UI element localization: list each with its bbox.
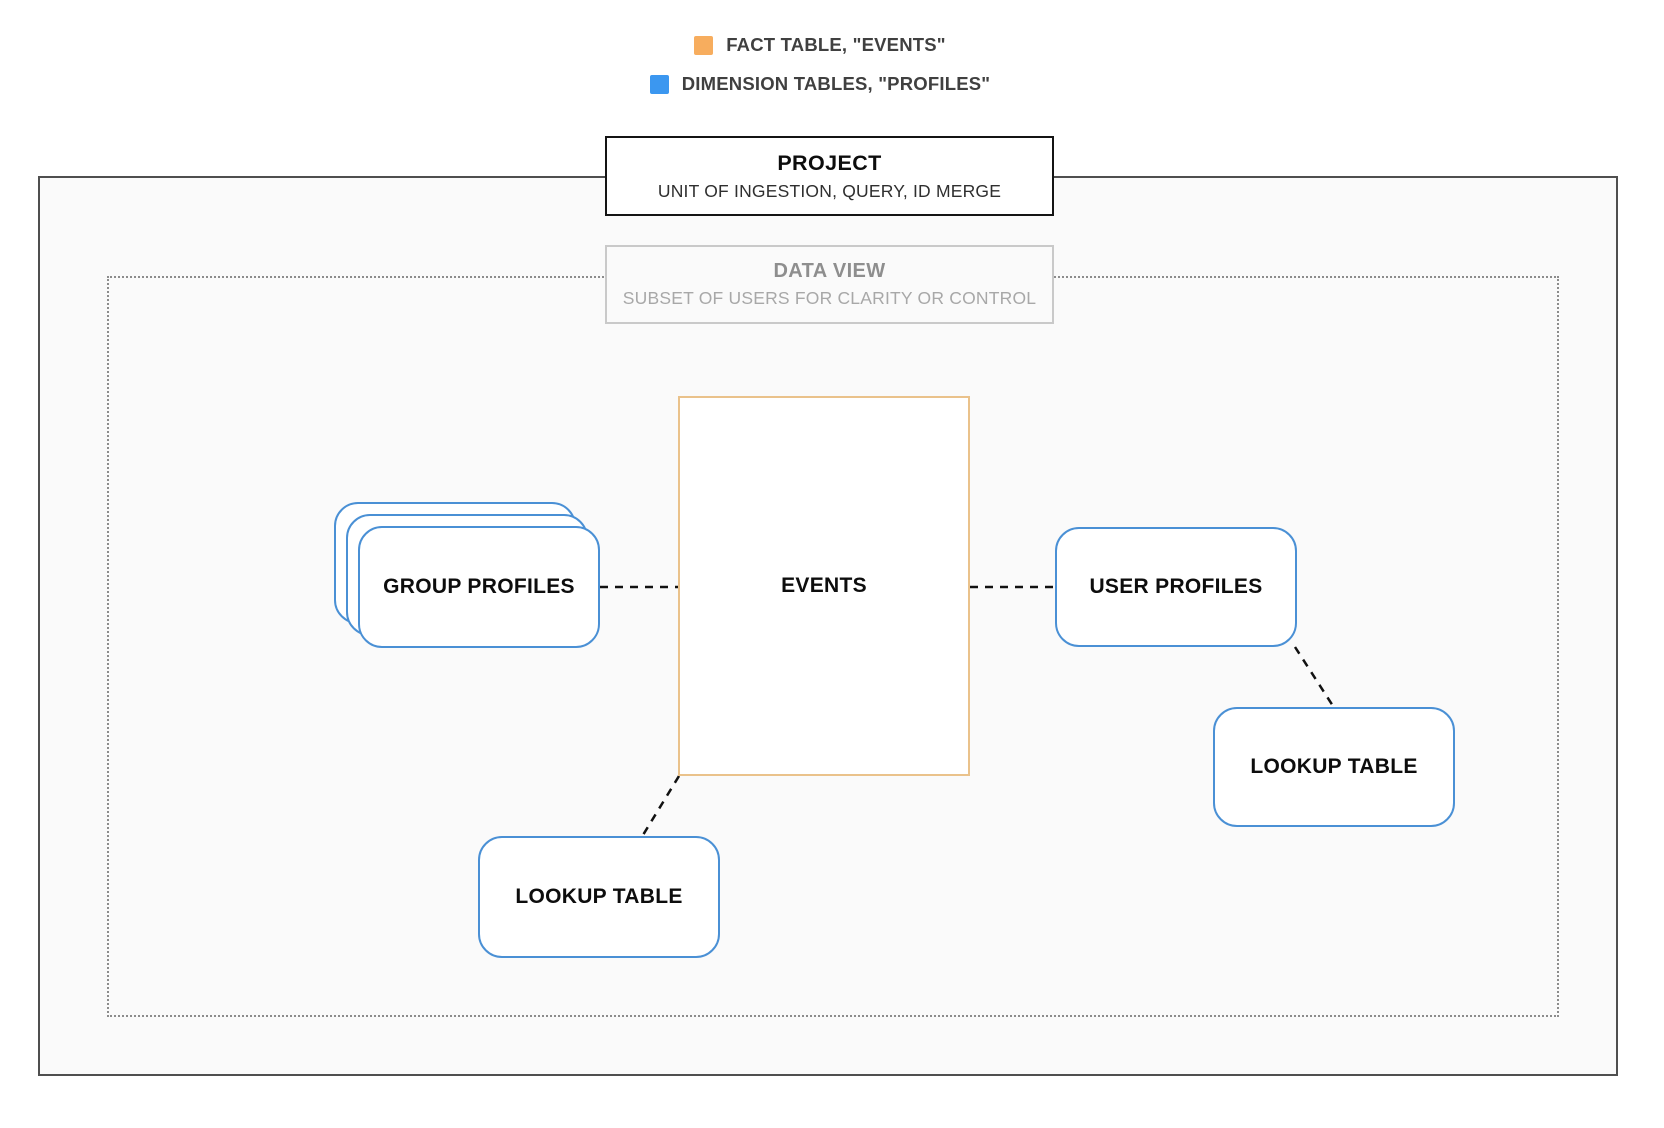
data-view-subtitle: SUBSET OF USERS FOR CLARITY OR CONTROL xyxy=(622,288,1037,308)
lookup-table-left-label: LOOKUP TABLE xyxy=(515,885,683,908)
data-view-label-box: DATA VIEW SUBSET OF USERS FOR CLARITY OR… xyxy=(605,245,1054,324)
lookup-table-right-label: LOOKUP TABLE xyxy=(1250,755,1418,778)
events-label: EVENTS xyxy=(781,574,867,597)
legend-label: DIMENSION TABLES, "PROFILES" xyxy=(681,73,991,94)
project-title: PROJECT xyxy=(777,150,882,175)
project-subtitle: UNIT OF INGESTION, QUERY, ID MERGE xyxy=(657,180,1002,201)
legend-label: FACT TABLE, "EVENTS" xyxy=(726,34,946,55)
user-profiles-label: USER PROFILES xyxy=(1089,575,1263,598)
legend: FACT TABLE, "EVENTS" DIMENSION TABLES, "… xyxy=(600,34,1040,95)
legend-item-dimension-tables: DIMENSION TABLES, "PROFILES" xyxy=(649,73,991,95)
node-user-profiles[interactable]: USER PROFILES xyxy=(1055,527,1297,647)
data-view-title: DATA VIEW xyxy=(773,260,886,282)
node-events[interactable]: EVENTS xyxy=(678,396,970,776)
dimension-tables-swatch-icon xyxy=(649,74,669,94)
node-lookup-table-right[interactable]: LOOKUP TABLE xyxy=(1213,707,1455,827)
node-group-profiles[interactable]: GROUP PROFILES xyxy=(358,526,600,648)
edge-events-lookup-table-left xyxy=(641,775,681,836)
legend-item-fact-table: FACT TABLE, "EVENTS" xyxy=(694,34,946,56)
project-label-box: PROJECT UNIT OF INGESTION, QUERY, ID MER… xyxy=(605,136,1054,216)
node-lookup-table-left[interactable]: LOOKUP TABLE xyxy=(478,836,720,958)
edge-user-profiles-lookup-table-right xyxy=(1293,646,1335,707)
fact-table-swatch-icon xyxy=(694,35,714,55)
group-profiles-label: GROUP PROFILES xyxy=(383,575,575,598)
